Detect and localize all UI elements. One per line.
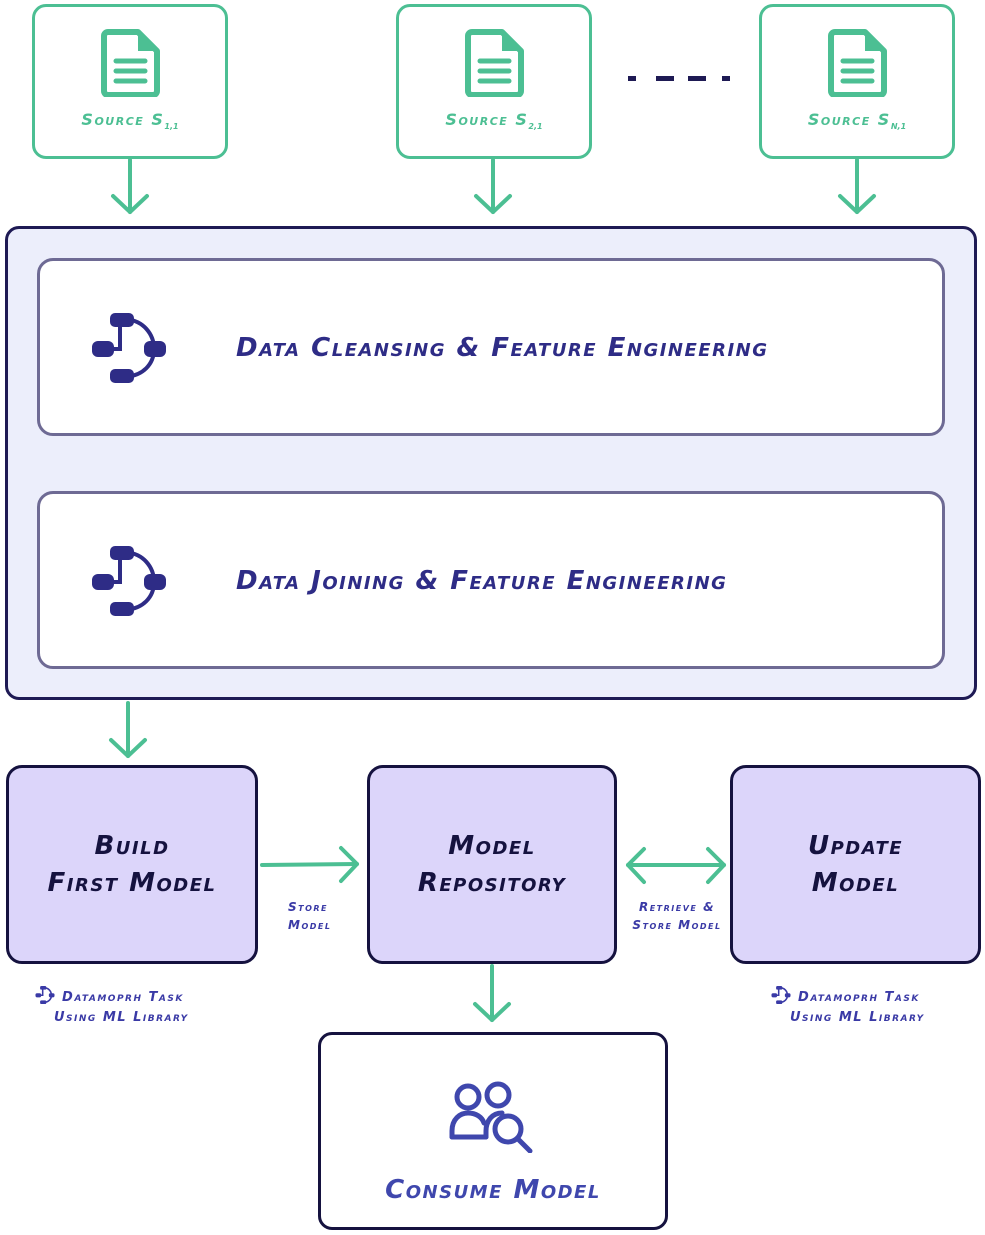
retrieve-store-edge-label: Retrieve & Store Model [622,898,732,934]
source-box-n: Source SN,1 [759,4,955,159]
arrow-repository-to-consume [473,964,511,1022]
arrow-build-to-repository [260,846,359,883]
source-box-2: Source S2,1 [396,4,592,159]
edge-label-line1: Store [288,900,329,914]
build-model-label-line2: First Model [47,868,217,898]
build-task-caption: Datamoprh Task Using ML Library [34,986,254,1028]
model-repository-box: Model Repository [367,765,617,964]
edge-label-line1: Retrieve & [638,900,716,914]
stage-data-cleansing: Data Cleansing & Feature Engineering [37,258,945,436]
consume-model-box: Consume Model [318,1032,668,1230]
build-first-model-box: Build First Model [6,765,258,964]
edge-label-line2: Store Model [632,918,722,932]
workflow-icon [35,986,55,1004]
update-model-label-line1: Update [807,831,904,861]
update-model-label: Update Model [733,828,978,902]
build-model-label-line1: Build [94,831,170,861]
task-caption-line1: Datamoprh Task [62,990,184,1005]
source-box-1: Source S1,1 [32,4,228,159]
workflow-icon [92,546,166,616]
stage-label: Data Joining & Feature Engineering [236,566,728,596]
arrow-pipeline-to-build [109,701,147,758]
store-model-edge-label: Store Model [288,898,368,934]
document-icon [101,29,160,97]
repository-label: Model Repository [370,828,614,902]
arrow-source-n-to-pipeline [838,158,876,214]
document-icon [465,29,524,97]
build-model-label: Build First Model [9,828,255,902]
document-icon [828,29,887,97]
task-caption-line2: Using ML Library [790,1010,925,1025]
task-caption-line1: Datamoprh Task [798,990,920,1005]
arrow-repository-update-bidirectional [626,847,726,884]
task-caption-line2: Using ML Library [54,1010,189,1025]
source-label: Source S1,1 [81,110,179,132]
arrow-source-1-to-pipeline [111,158,149,214]
source-label: Source S2,1 [445,110,543,132]
source-label: Source SN,1 [807,110,907,132]
update-model-label-line2: Model [811,868,900,898]
update-model-box: Update Model [730,765,981,964]
workflow-icon [771,986,791,1004]
update-task-caption: Datamoprh Task Using ML Library [770,986,985,1028]
more-sources-ellipsis [628,76,730,81]
edge-label-line2: Model [288,918,332,932]
stage-label: Data Cleansing & Feature Engineering [236,333,769,363]
consume-model-label: Consume Model [385,1175,601,1205]
arrow-source-2-to-pipeline [474,158,512,214]
users-search-icon [449,1081,533,1153]
stage-data-joining: Data Joining & Feature Engineering [37,491,945,669]
workflow-icon [92,313,166,383]
repository-label-line2: Repository [417,868,567,898]
repository-label-line1: Model [448,831,536,861]
